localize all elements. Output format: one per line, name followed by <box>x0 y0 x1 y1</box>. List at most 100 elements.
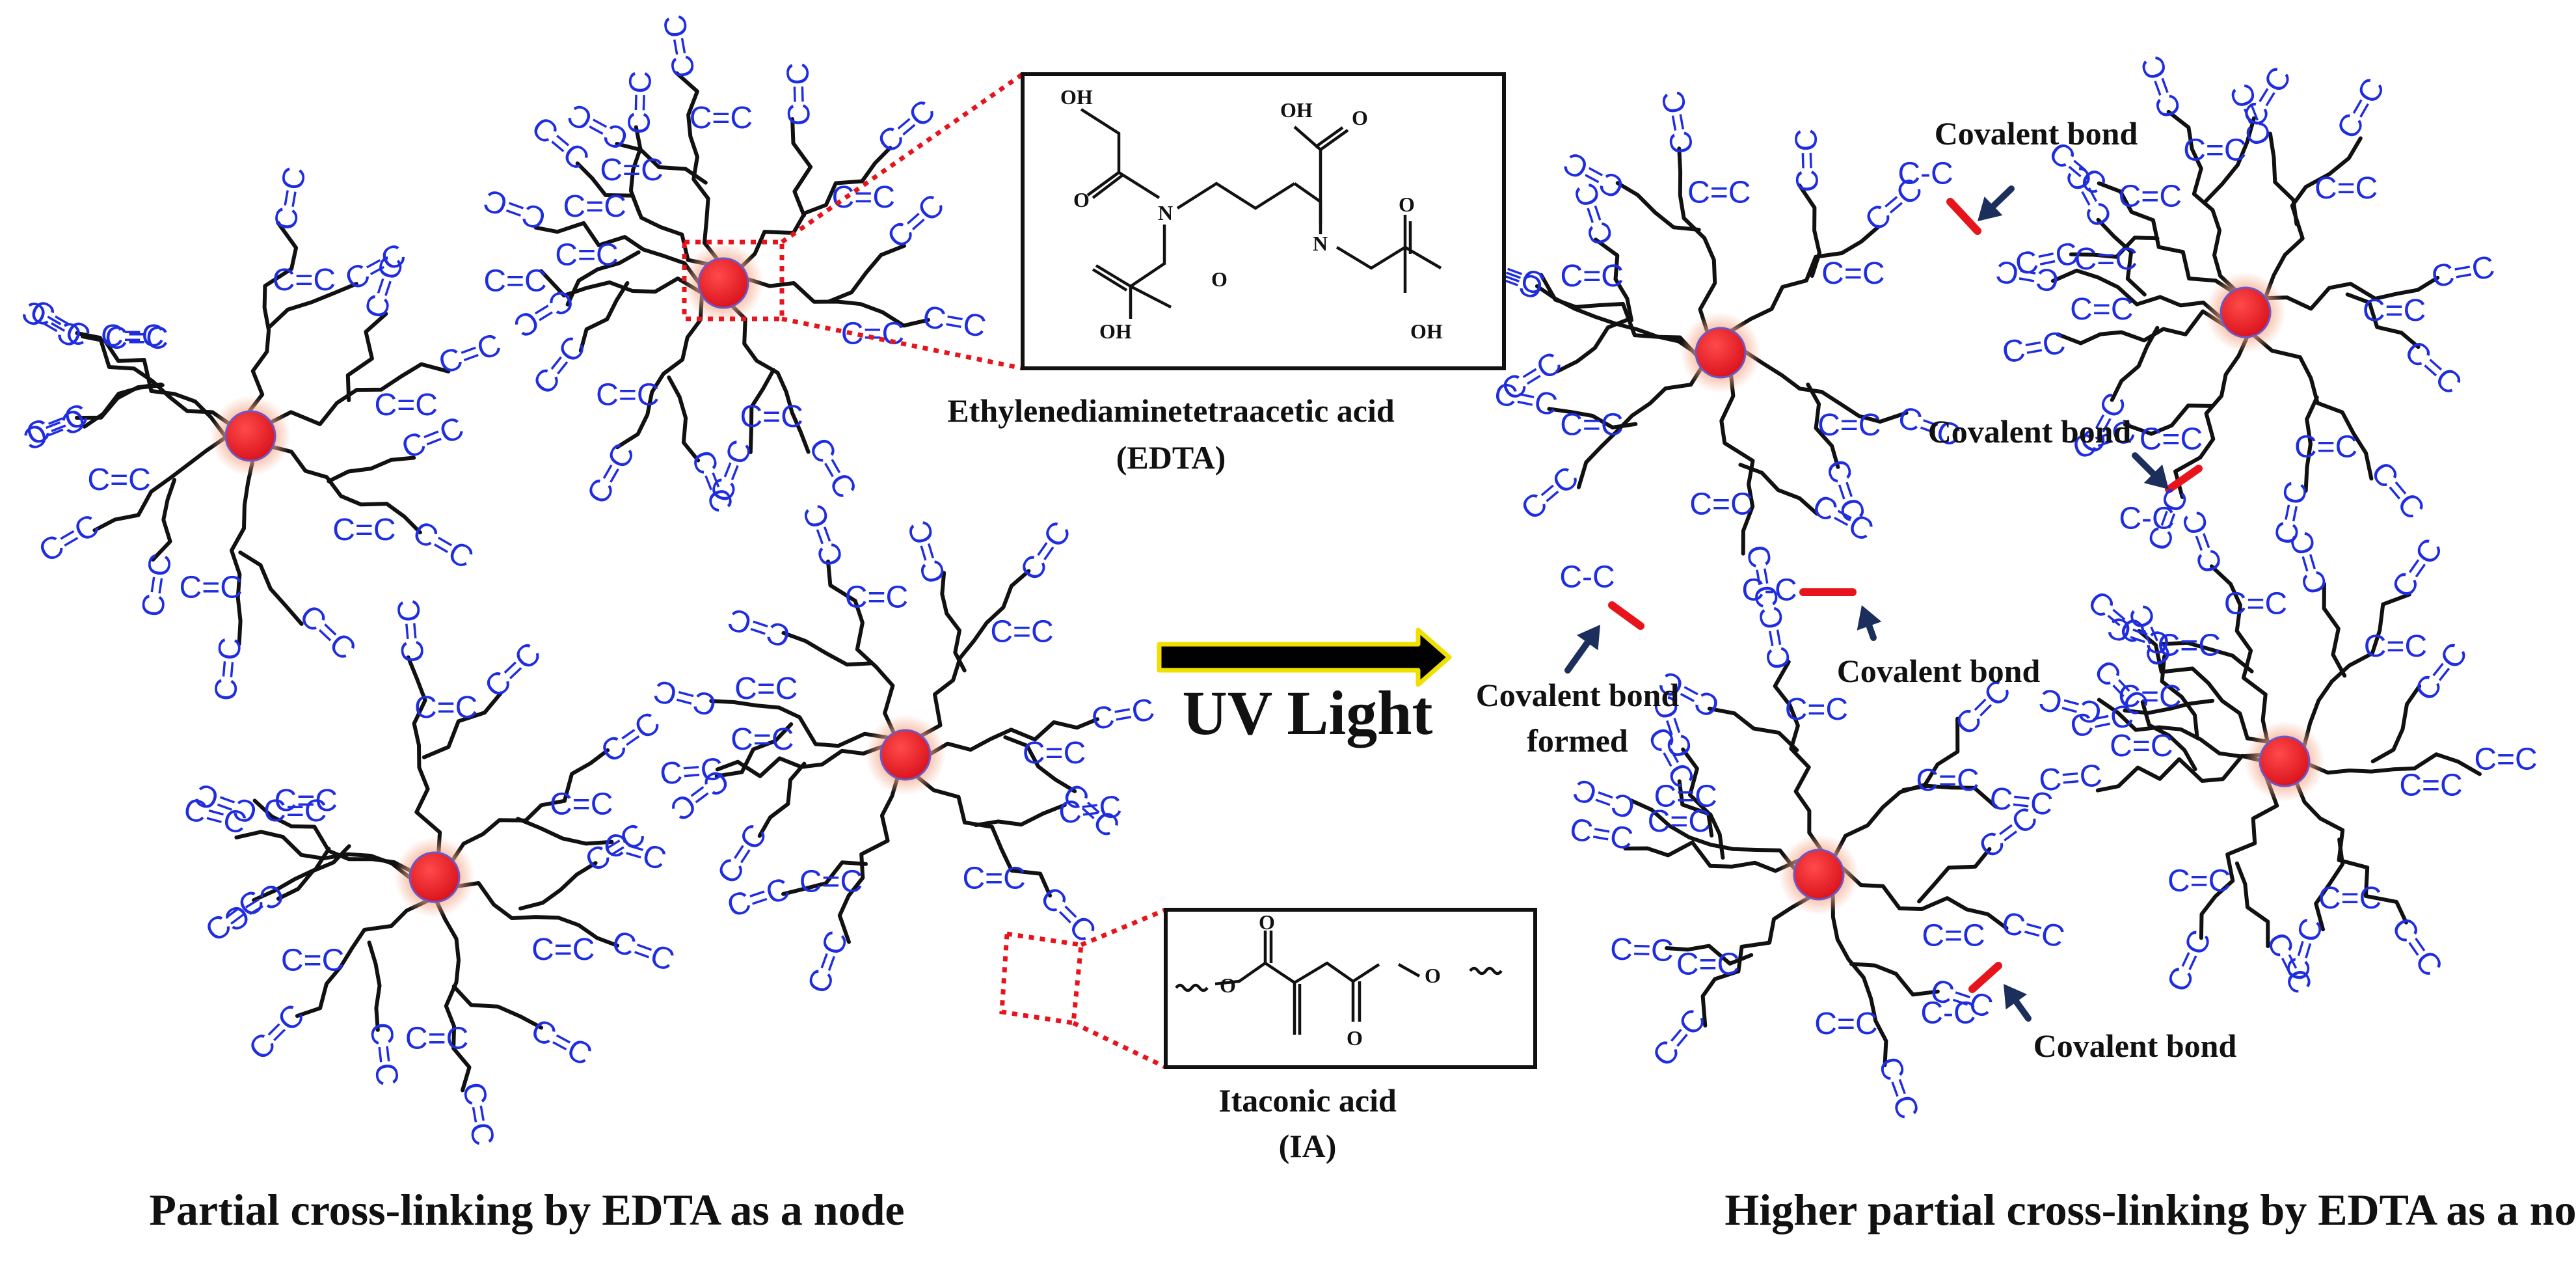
crosslink-group-label: C-C <box>1920 996 1976 1031</box>
polymer-branch <box>2140 700 2197 771</box>
functional-group-label: C=C <box>455 1080 500 1148</box>
polymer-branch <box>940 571 967 673</box>
polymer-branch <box>578 281 630 353</box>
functional-group-label: C=C <box>525 1013 597 1073</box>
atom-n: N <box>1158 201 1173 225</box>
polymer-branch <box>1677 779 1725 860</box>
polymer-branch <box>252 847 331 903</box>
polymer-branch <box>615 142 708 185</box>
polymer-branch <box>714 722 794 778</box>
functional-group-label: C=C <box>1648 804 1711 839</box>
polymer-branch <box>518 861 598 911</box>
atom-o: O <box>1352 106 1368 129</box>
polymer-branch <box>422 691 503 759</box>
functional-group-label: C=C <box>1752 604 1797 672</box>
functional-group-label: C=C <box>596 378 659 413</box>
functional-group-label: C=C <box>1514 460 1585 527</box>
functional-group-label: C=C <box>1610 932 1674 968</box>
functional-group-label: C=C <box>563 189 626 224</box>
functional-group-label: C=C <box>2294 429 2357 464</box>
functional-group-label: C=C <box>2167 864 2231 899</box>
functional-group-label: C=C <box>531 933 595 967</box>
edta-atom-labels: OH O N OH O N O OH O OH <box>1060 85 1443 343</box>
functional-group-label: C=C <box>1654 780 1717 814</box>
functional-group-label: C=C <box>414 690 477 725</box>
polymer-branch <box>565 250 641 307</box>
functional-group-label: C=C <box>273 263 336 297</box>
functional-group-label: C=C <box>1872 1052 1925 1124</box>
pointer-arrow-icon <box>2004 984 2032 1022</box>
functional-group-label: C=C <box>740 400 803 434</box>
functional-group-label: C=C <box>845 580 908 614</box>
functional-group-label: C=C <box>208 636 248 703</box>
functional-group-label: C=C <box>1689 487 1752 522</box>
atom-o: O <box>1220 974 1236 997</box>
functional-group-label: C=C <box>101 319 164 353</box>
functional-group-label: C=C <box>2000 325 2068 370</box>
polymer-branch <box>1615 181 1701 232</box>
polymer-branch <box>2096 217 2147 297</box>
functional-group-label: C=C <box>555 238 618 273</box>
atom-oh: OH <box>1280 98 1313 122</box>
polymer-branch <box>1594 238 1633 323</box>
edta-name: Ethylenediaminetetraacetic acid <box>947 392 1395 429</box>
functional-group-label: C=C <box>363 1021 405 1088</box>
pointer-arrow-icon <box>1564 625 1600 674</box>
polymer-branch <box>2314 838 2345 932</box>
functional-group-label: C=C <box>2183 133 2246 167</box>
edta-node-icon <box>2259 735 2311 787</box>
functional-group-label: C=C <box>268 165 313 233</box>
edta-abbrev: (EDTA) <box>1116 439 1226 476</box>
polymer-branch <box>757 761 807 838</box>
edta-node-icon <box>2220 286 2272 338</box>
polymer-branch <box>2370 684 2422 763</box>
functional-group-label: C=C <box>33 508 105 569</box>
ia-zoom-callout <box>999 907 1167 1070</box>
functional-group-label: C=C <box>1676 947 1739 982</box>
crosslink-group-label: C-C <box>1898 157 1953 191</box>
polymer-branch <box>2123 698 2215 715</box>
functional-group-label: C=C <box>1818 408 1881 443</box>
polymer-branch <box>1665 944 1754 966</box>
crosslink-group-label: C-C <box>1559 560 1615 595</box>
functional-group-label: C=C <box>734 672 798 706</box>
functional-group-label: C=C <box>281 944 344 978</box>
functional-group-label: C=C <box>180 570 243 605</box>
polymer-branch <box>1797 183 1821 278</box>
covalent-bond-line <box>1608 601 1644 630</box>
polymer-branch <box>667 375 701 463</box>
functional-group-label: C=C <box>478 636 548 705</box>
ia-structure-box: O O O O <box>1164 908 1537 1069</box>
polymer-branch <box>781 860 868 896</box>
functional-group-label: C=C <box>2474 742 2537 777</box>
edta-node-icon <box>409 851 461 903</box>
functional-group-label: C=C <box>550 787 613 821</box>
polymer-branch <box>2123 403 2214 436</box>
functional-group-label: C=C <box>2118 679 2181 714</box>
functional-group-label: C=C <box>690 101 753 135</box>
polymer-branch <box>516 817 614 846</box>
functional-group-label: C=C <box>1916 763 1979 798</box>
polymer-branch <box>1681 747 1714 838</box>
polymer-branch <box>267 282 358 329</box>
functional-group-label: C=C <box>2224 586 2287 621</box>
functional-group-label: C=C <box>1821 256 1885 291</box>
right-panel-caption: Higher partial cross-linking by EDTA as … <box>1724 1185 2576 1234</box>
functional-group-label: C=C <box>2399 769 2462 803</box>
edta-nodes <box>210 243 2325 918</box>
atom-o: O <box>1399 193 1415 216</box>
functional-group-label: C=C <box>479 182 551 236</box>
functional-group-label: C=C <box>1998 905 2068 955</box>
functional-group-label: C=C <box>2363 293 2426 328</box>
covalent-bond-formed-label: formed <box>1527 722 1628 759</box>
functional-group-label: C=C <box>724 601 795 654</box>
edta-node-icon <box>697 257 749 309</box>
polymer-branch <box>2160 640 2254 674</box>
covalent-bond-label: Covalent bond <box>1935 115 2138 152</box>
functional-group-label: C=C <box>2119 179 2182 213</box>
functional-group-label: C=C <box>263 794 327 828</box>
functional-group-label: C=C <box>1814 1007 1877 1041</box>
functional-group-label: C=C <box>391 598 431 664</box>
functional-group-label: C=C <box>407 514 479 576</box>
covalent-bond-label: Covalent bond <box>1837 653 2041 689</box>
